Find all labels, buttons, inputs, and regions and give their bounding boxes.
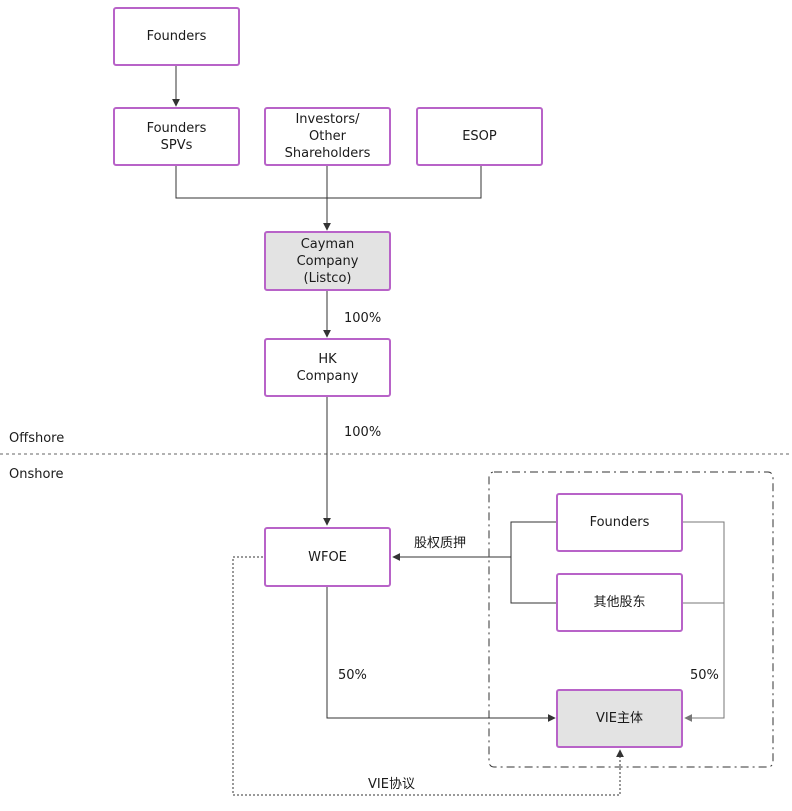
edge-vie-agreement — [232, 556, 624, 796]
node-founders: Founders — [113, 7, 240, 66]
label-cayman-hk: 100% — [344, 311, 382, 326]
node-vie: VIE主体 — [556, 689, 683, 748]
label-hk-wfoe: 100% — [344, 425, 382, 440]
onshore-label: Onshore — [9, 467, 64, 482]
label-shareholders-vie: 50% — [690, 668, 719, 683]
label-vie-agreement: VIE协议 — [368, 777, 415, 792]
label-equity-pledge: 股权质押 — [414, 536, 467, 551]
node-esop: ESOP — [416, 107, 543, 166]
node-wfoe: WFOE — [264, 527, 391, 587]
node-other-shareholders: 其他股东 — [556, 573, 683, 632]
edge-wfoe-vie — [326, 587, 556, 722]
offshore-label: Offshore — [9, 431, 65, 446]
edge-spvs-join — [175, 166, 482, 199]
edge-shareholders-vie — [683, 521, 725, 722]
edge-founders-pledge — [510, 521, 556, 604]
node-cayman: Cayman Company (Listco) — [264, 231, 391, 291]
node-founders-onshore: Founders — [556, 493, 683, 552]
node-hk: HK Company — [264, 338, 391, 397]
node-founders-spvs: Founders SPVs — [113, 107, 240, 166]
label-wfoe-vie: 50% — [338, 668, 367, 683]
node-investors: Investors/ Other Shareholders — [264, 107, 391, 166]
